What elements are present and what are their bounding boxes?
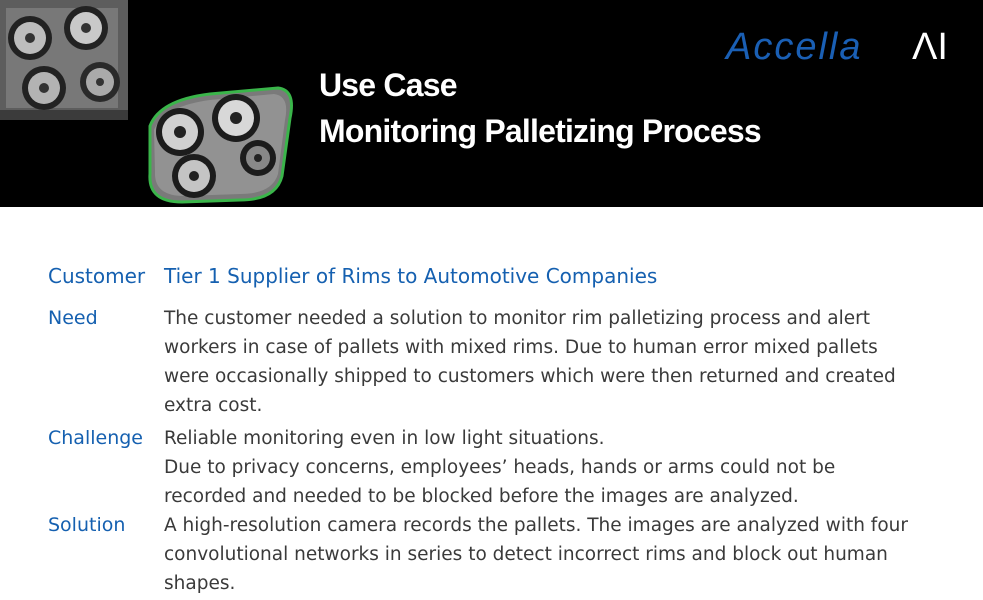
pallet-photo [0,0,128,120]
case-details: Customer Tier 1 Supplier of Rims to Auto… [48,258,968,598]
challenge-line: Reliable monitoring even in low light si… [164,428,605,449]
solution-line: convolutional networks in series to dete… [164,544,888,565]
brand-logo: Accella ΛI [726,24,966,70]
solution-text: A high-resolution camera records the pal… [164,511,968,598]
challenge-text: Reliable monitoring even in low light si… [164,424,968,511]
solution-row: Solution A high-resolution camera record… [48,511,968,598]
logo-text: Accella [726,26,863,68]
pallet-photo-image [0,0,128,120]
need-label: Need [48,307,98,329]
logo-ai-mark: ΛI [912,26,948,68]
customer-label: Customer [48,264,146,288]
pallet-icon [148,86,293,204]
title-line-use-case: Use Case [319,67,458,103]
need-line: were occasionally shipped to customers w… [164,366,896,387]
solution-line: A high-resolution camera records the pal… [164,515,908,536]
challenge-line: recorded and needed to be blocked before… [164,486,799,507]
title-line-monitoring: Monitoring Palletizing Process [319,113,762,149]
challenge-line: Due to privacy concerns, employees’ head… [164,457,836,478]
page-title: Use Case Monitoring Palletizing Process [319,62,762,154]
need-line: workers in case of pallets with mixed ri… [164,337,878,358]
solution-line: shapes. [164,573,236,594]
customer-row: Customer Tier 1 Supplier of Rims to Auto… [48,258,968,294]
pallet-illustration [140,78,300,206]
need-line: The customer needed a solution to monito… [164,308,870,329]
header-banner: Use Case Monitoring Palletizing Process … [0,0,983,207]
need-row: Need The customer needed a solution to m… [48,304,968,420]
need-line: extra cost. [164,395,263,416]
solution-label: Solution [48,514,126,536]
customer-value: Tier 1 Supplier of Rims to Automotive Co… [164,264,658,288]
need-text: The customer needed a solution to monito… [164,304,968,420]
challenge-row: Challenge Reliable monitoring even in lo… [48,424,968,511]
challenge-label: Challenge [48,427,143,449]
